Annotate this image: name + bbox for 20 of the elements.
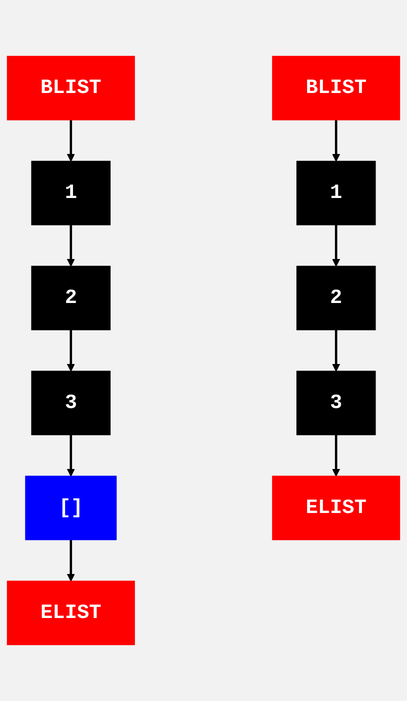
arrow: [332, 330, 340, 372]
arrow: [332, 120, 340, 162]
arrow: [66, 120, 75, 162]
node-box: ELIST: [272, 476, 400, 540]
arrow: [332, 434, 340, 477]
node-box: BLIST: [272, 56, 400, 120]
arrow: [332, 224, 340, 267]
arrow: [66, 224, 75, 267]
node-box: BLIST: [6, 56, 135, 120]
arrow: [66, 434, 75, 477]
node-box: ELIST: [6, 580, 135, 646]
node-box: 2: [296, 266, 376, 330]
arrow: [66, 330, 75, 372]
node-box: []: [25, 476, 117, 540]
node-box: 3: [296, 370, 376, 436]
node-box: 1: [296, 160, 376, 226]
node-box: 2: [31, 266, 111, 330]
node-box: 1: [31, 160, 111, 226]
arrow: [66, 540, 75, 582]
node-box: 3: [31, 370, 111, 436]
